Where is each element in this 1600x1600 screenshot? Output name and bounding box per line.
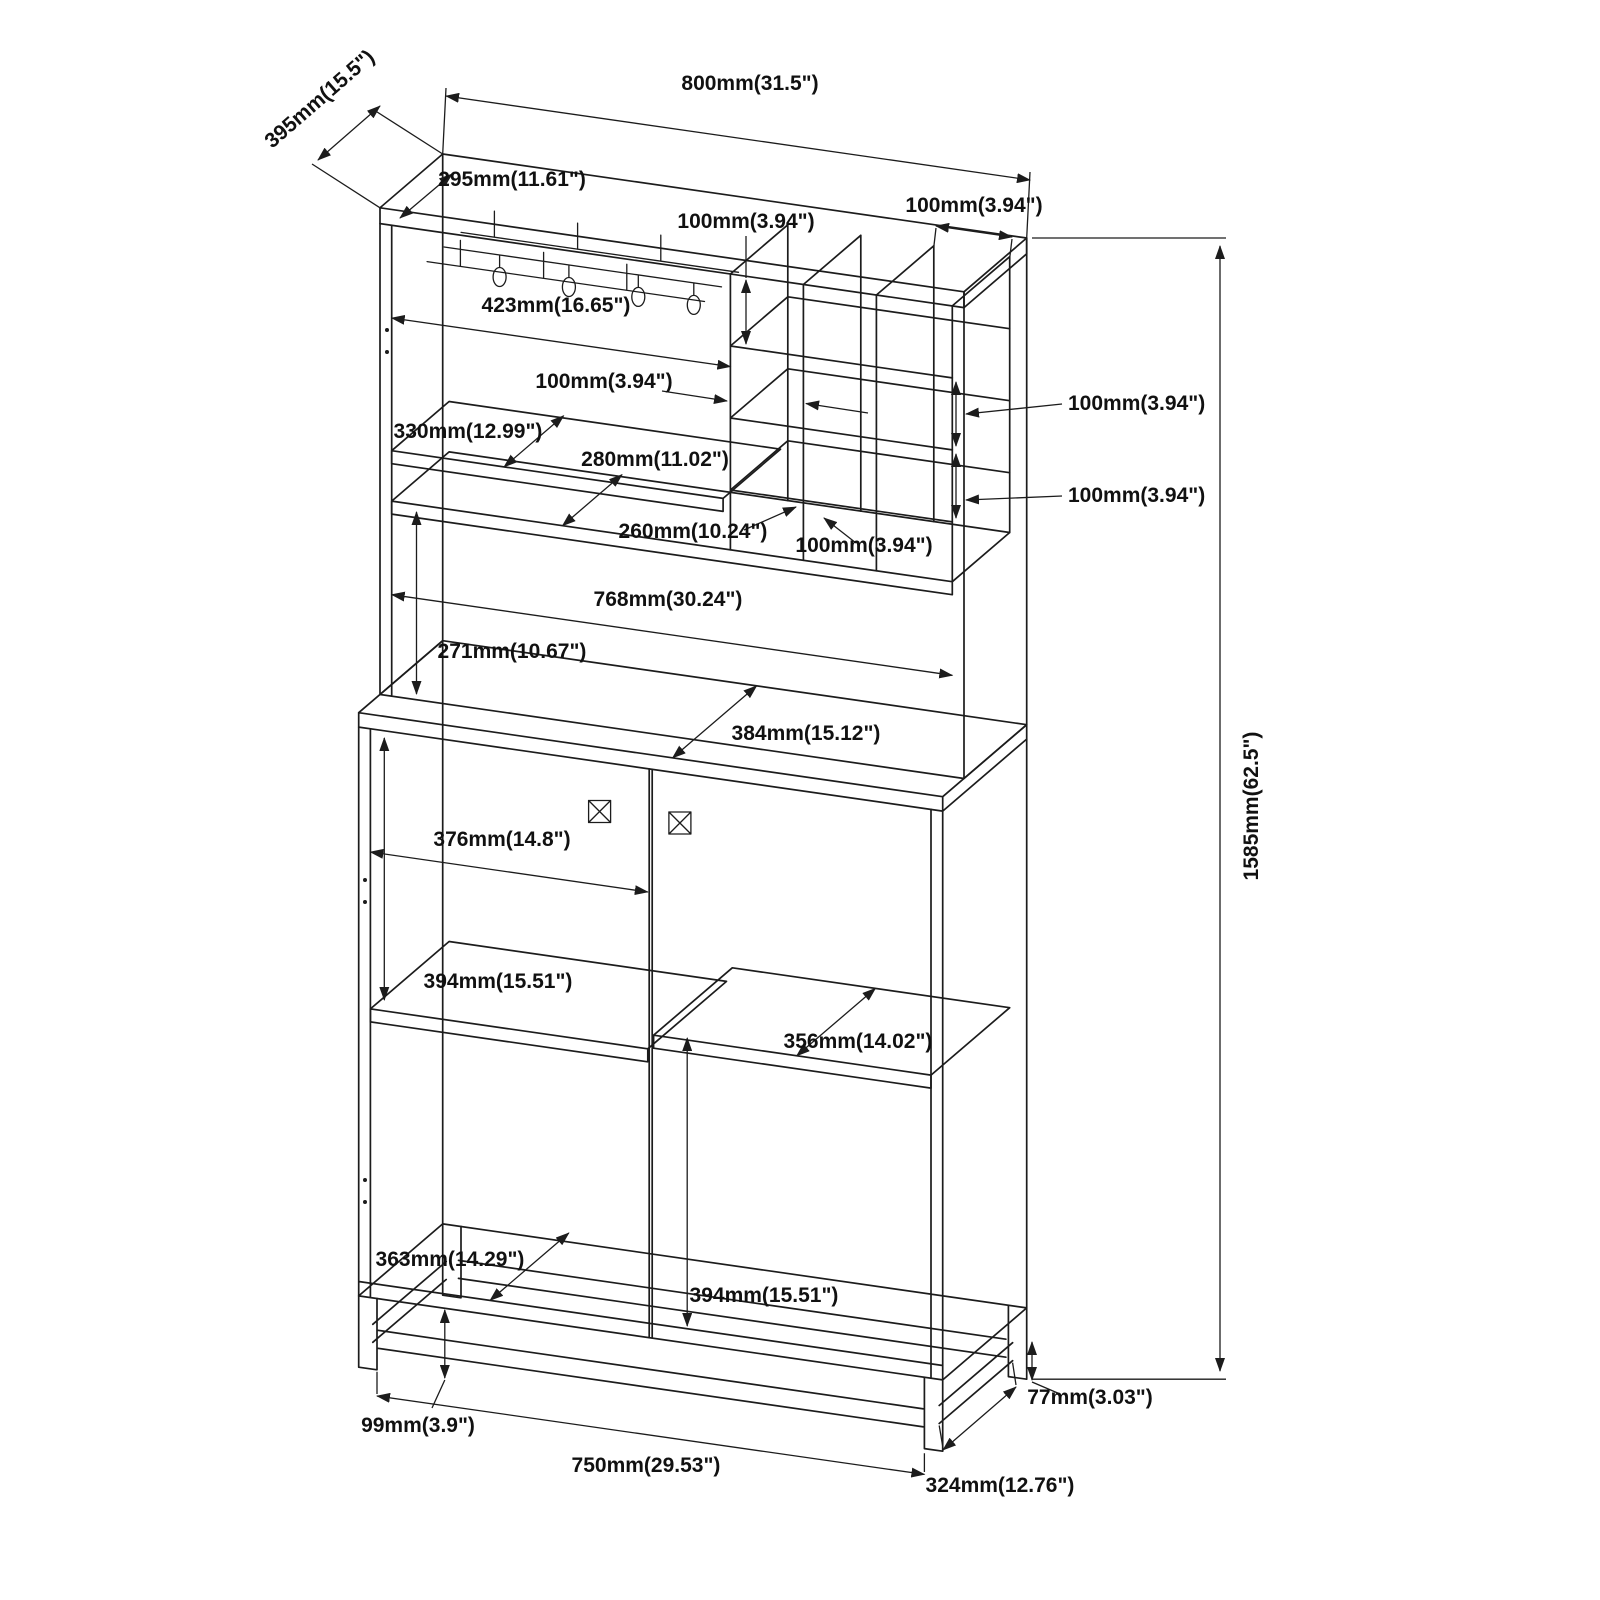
extension-line (1032, 237, 1226, 1380)
dim-label-counter-depth: 384mm(15.12") (732, 722, 881, 745)
dim-glass-rack-width (390, 314, 732, 370)
leader-line (823, 517, 857, 544)
dim-hutch-top-depth (399, 173, 453, 219)
dim-cubby-width-top-right (933, 222, 1013, 259)
dim-cubby-bottom-width (743, 506, 797, 531)
dim-label-cubby-height-right-upper: 100mm(3.94") (1068, 392, 1205, 415)
lower-shelves (369, 940, 1011, 1089)
wine-cubby-grid (729, 223, 1011, 572)
shelf-pin-hole (363, 1178, 367, 1182)
dim-label-right-shelf-depth: 356mm(14.02") (784, 1030, 933, 1053)
dim-total-height (1032, 237, 1226, 1380)
dim-cubby-width-mid (661, 390, 869, 414)
dimension-labels: 800mm(31.5") 395mm(15.5") 295mm(11.61") … (260, 45, 1263, 1497)
dim-right-shelf-depth (795, 987, 877, 1057)
dim-label-hutch-interior-width: 768mm(30.24") (594, 588, 743, 611)
leader-line (743, 506, 797, 531)
leader-line (805, 400, 869, 414)
dim-line (503, 415, 565, 468)
dim-base-height (431, 1309, 450, 1409)
dim-label-right-compartment-height: 394mm(15.51") (690, 1284, 839, 1307)
extension-line (933, 227, 1013, 259)
dim-label-upper-shelf-width: 330mm(12.99") (394, 420, 543, 443)
dim-label-cubby-height-top: 100mm(3.94") (677, 210, 814, 233)
dim-base-tube-width (1027, 1341, 1061, 1395)
dim-top-width (442, 87, 1031, 239)
dim-label-cubby-width-bottom: 100mm(3.94") (795, 534, 932, 557)
wine-glass-icon (631, 286, 646, 308)
dim-line (317, 105, 381, 161)
dim-label-cubby-height-right-lower: 100mm(3.94") (1068, 484, 1205, 507)
shelf-pin-hole (363, 900, 367, 904)
stemware-rack (426, 210, 740, 303)
dim-label-hutch-top-depth: 295mm(11.61") (438, 168, 586, 191)
shelf-pin-hole (385, 350, 389, 354)
dim-label-base-width: 750mm(29.53") (572, 1454, 721, 1477)
extension-line (938, 1362, 1017, 1449)
dim-label-glass-rack-width: 423mm(16.65") (482, 294, 631, 317)
dim-counter-depth (671, 685, 758, 759)
counter-top (357, 639, 1028, 812)
dim-label-left-compartment-height: 394mm(15.51") (424, 970, 573, 993)
dim-bottom-shelf-depth (489, 1232, 570, 1302)
dim-base-width (376, 1371, 926, 1478)
dim-upper-shelf-width (503, 415, 565, 468)
dim-label-cubby-bottom-width: 260mm(10.24") (619, 520, 768, 543)
dim-line (795, 987, 877, 1057)
wine-glass-icon (492, 266, 507, 288)
extension-line (311, 109, 444, 209)
shelf-pin-hole (363, 1200, 367, 1204)
lower-cabinet-frame (357, 639, 1028, 1381)
dim-label-upper-shelf-depth: 280mm(11.02") (581, 448, 729, 471)
dim-label-hutch-opening-height: 271mm(10.67") (438, 640, 587, 663)
dim-label-base-height: 99mm(3.9") (361, 1414, 475, 1437)
dim-base-side-depth (938, 1362, 1017, 1451)
dim-label-base-tube-width: 77mm(3.03") (1027, 1386, 1153, 1409)
shelf-pin-hole (363, 878, 367, 882)
dim-label-top-depth: 395mm(15.5") (260, 45, 379, 152)
dim-line (561, 473, 623, 527)
dim-line (445, 92, 1031, 184)
dim-line (935, 222, 1013, 241)
dimension-lines (311, 87, 1226, 1478)
hutch-shelves (390, 400, 1011, 596)
dim-label-base-side-depth: 324mm(12.76") (926, 1474, 1075, 1497)
dim-line (489, 1232, 570, 1302)
dim-label-bottom-shelf-depth: 363mm(14.29") (376, 1248, 525, 1271)
leader-line (965, 403, 1063, 418)
dim-hutch-interior-width (390, 591, 954, 679)
dim-line (390, 591, 954, 679)
shelf-pin-hole (385, 328, 389, 332)
dim-label-top-width: 800mm(31.5") (681, 72, 818, 95)
leader-line (965, 494, 1063, 505)
leader-line (661, 390, 728, 404)
dim-line (942, 1386, 1017, 1451)
leader-line (1031, 1381, 1061, 1395)
wine-glass-icon (686, 294, 701, 316)
wine-glass-icon (561, 276, 577, 298)
dim-cubby-height-right-lower (951, 453, 1063, 519)
dim-label-door-interior-width: 376mm(14.8") (433, 828, 570, 851)
dim-top-depth (311, 105, 444, 209)
dim-cubby-height-right-upper (951, 381, 1063, 447)
dim-label-cubby-width-mid: 100mm(3.94") (535, 370, 672, 393)
dim-line (399, 173, 453, 219)
door-handles (587, 799, 692, 835)
dim-cubby-width-bottom (823, 517, 857, 544)
dim-line (671, 685, 758, 759)
dim-label-cubby-width-top-right: 100mm(3.94") (905, 194, 1042, 217)
dim-line (376, 1392, 926, 1478)
cabinet-structure (357, 153, 1028, 1453)
dim-line (390, 314, 732, 370)
dim-label-total-height: 1585mm(62.5") (1240, 732, 1263, 881)
dim-line (369, 848, 649, 896)
dim-door-interior-width (369, 848, 649, 896)
dim-upper-shelf-depth (561, 473, 623, 527)
